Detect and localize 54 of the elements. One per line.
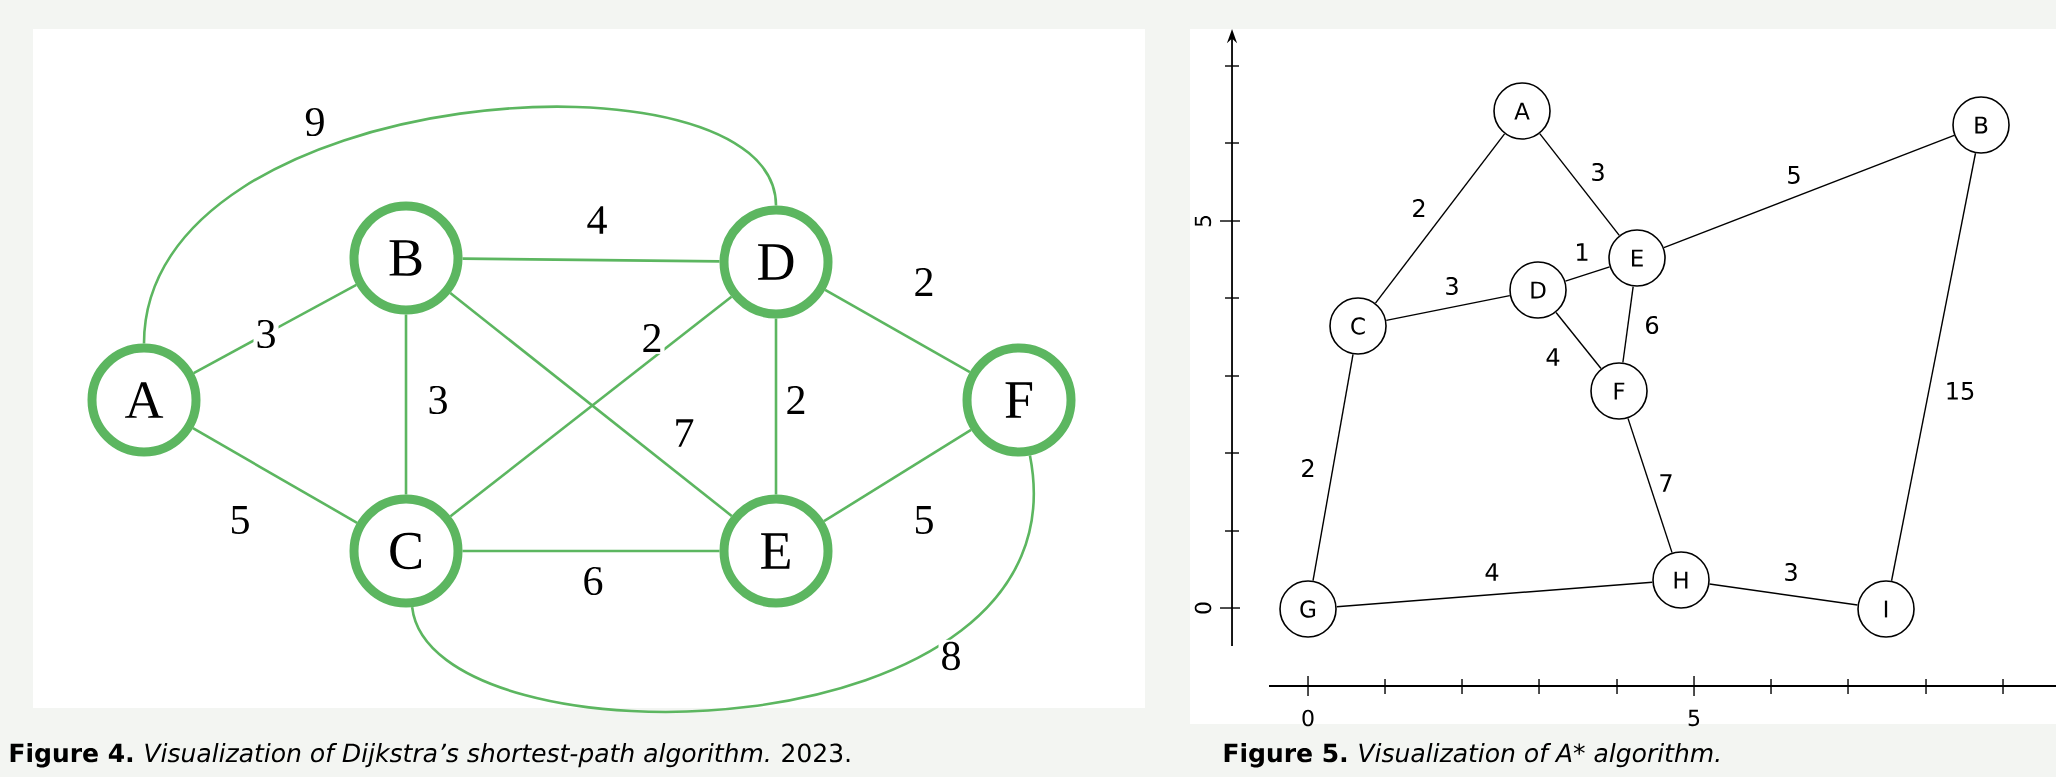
graph-node: G (1279, 580, 1337, 638)
graph-edge (1374, 133, 1506, 304)
edge-label: 7 (671, 417, 697, 449)
graph-node: D (1509, 261, 1567, 319)
edge-label: 3 (1781, 560, 1801, 584)
edge-label: 3 (1442, 274, 1462, 298)
edge-label: 2 (1409, 197, 1429, 219)
edge-label: 7 (1656, 472, 1676, 494)
graph-edge (404, 314, 408, 495)
edge-label: 2 (911, 266, 937, 298)
graph-node: C (1329, 297, 1387, 355)
edge-label: 2 (783, 384, 809, 416)
graph-node: H (1652, 551, 1710, 609)
graph-edge (462, 257, 720, 263)
edge-label: 5 (227, 504, 253, 536)
graph-node: I (1857, 580, 1915, 638)
edge-label: 15 (1942, 380, 1978, 402)
graph-edge (1385, 294, 1511, 322)
tick-label: 0 (1194, 602, 1212, 614)
edge-label: 4 (1482, 561, 1502, 583)
graph-edge (1663, 134, 1955, 249)
graph-edge (1564, 266, 1611, 282)
graph-edge (192, 427, 358, 524)
graph-edge (1708, 583, 1859, 606)
edge-label: 2 (1298, 457, 1318, 479)
graph-node: E (1608, 229, 1666, 287)
graph-edge (1539, 133, 1620, 236)
graph-node: F (1590, 362, 1648, 420)
edge-label: 1 (1572, 241, 1592, 263)
edge-label: 5 (1784, 164, 1804, 186)
graph-edge (1555, 311, 1602, 370)
edge-label: 4 (584, 204, 610, 236)
graph-edge (1312, 353, 1354, 582)
caption-label: Figure 4. (10, 743, 133, 768)
graph-edge (824, 288, 971, 374)
edge-label: 3 (1588, 160, 1608, 184)
graph-edge (142, 105, 778, 344)
tick-label: 0 (1302, 709, 1314, 727)
tick-label: 5 (1194, 215, 1212, 227)
caption-title: Visualization of A* algorithm. (1359, 743, 1719, 768)
graph-node: B (1952, 96, 2010, 154)
edge-label: 6 (1642, 313, 1662, 337)
edge-label: 4 (1543, 346, 1563, 368)
graph-edge (1622, 285, 1634, 364)
graph-edge (1627, 417, 1673, 554)
caption-source: 2023. (782, 743, 850, 763)
edge-label: 2 (639, 322, 665, 354)
graph-edge (1336, 581, 1653, 608)
graph-node: A (1493, 82, 1551, 140)
tick-label: 5 (1688, 709, 1700, 727)
caption-label: Figure 5. (1224, 743, 1347, 768)
graph-edge (1890, 152, 1977, 582)
graph-edge (774, 318, 778, 495)
caption-title: Visualization of Dijkstra’s shortest-path algorithm. (145, 743, 769, 768)
